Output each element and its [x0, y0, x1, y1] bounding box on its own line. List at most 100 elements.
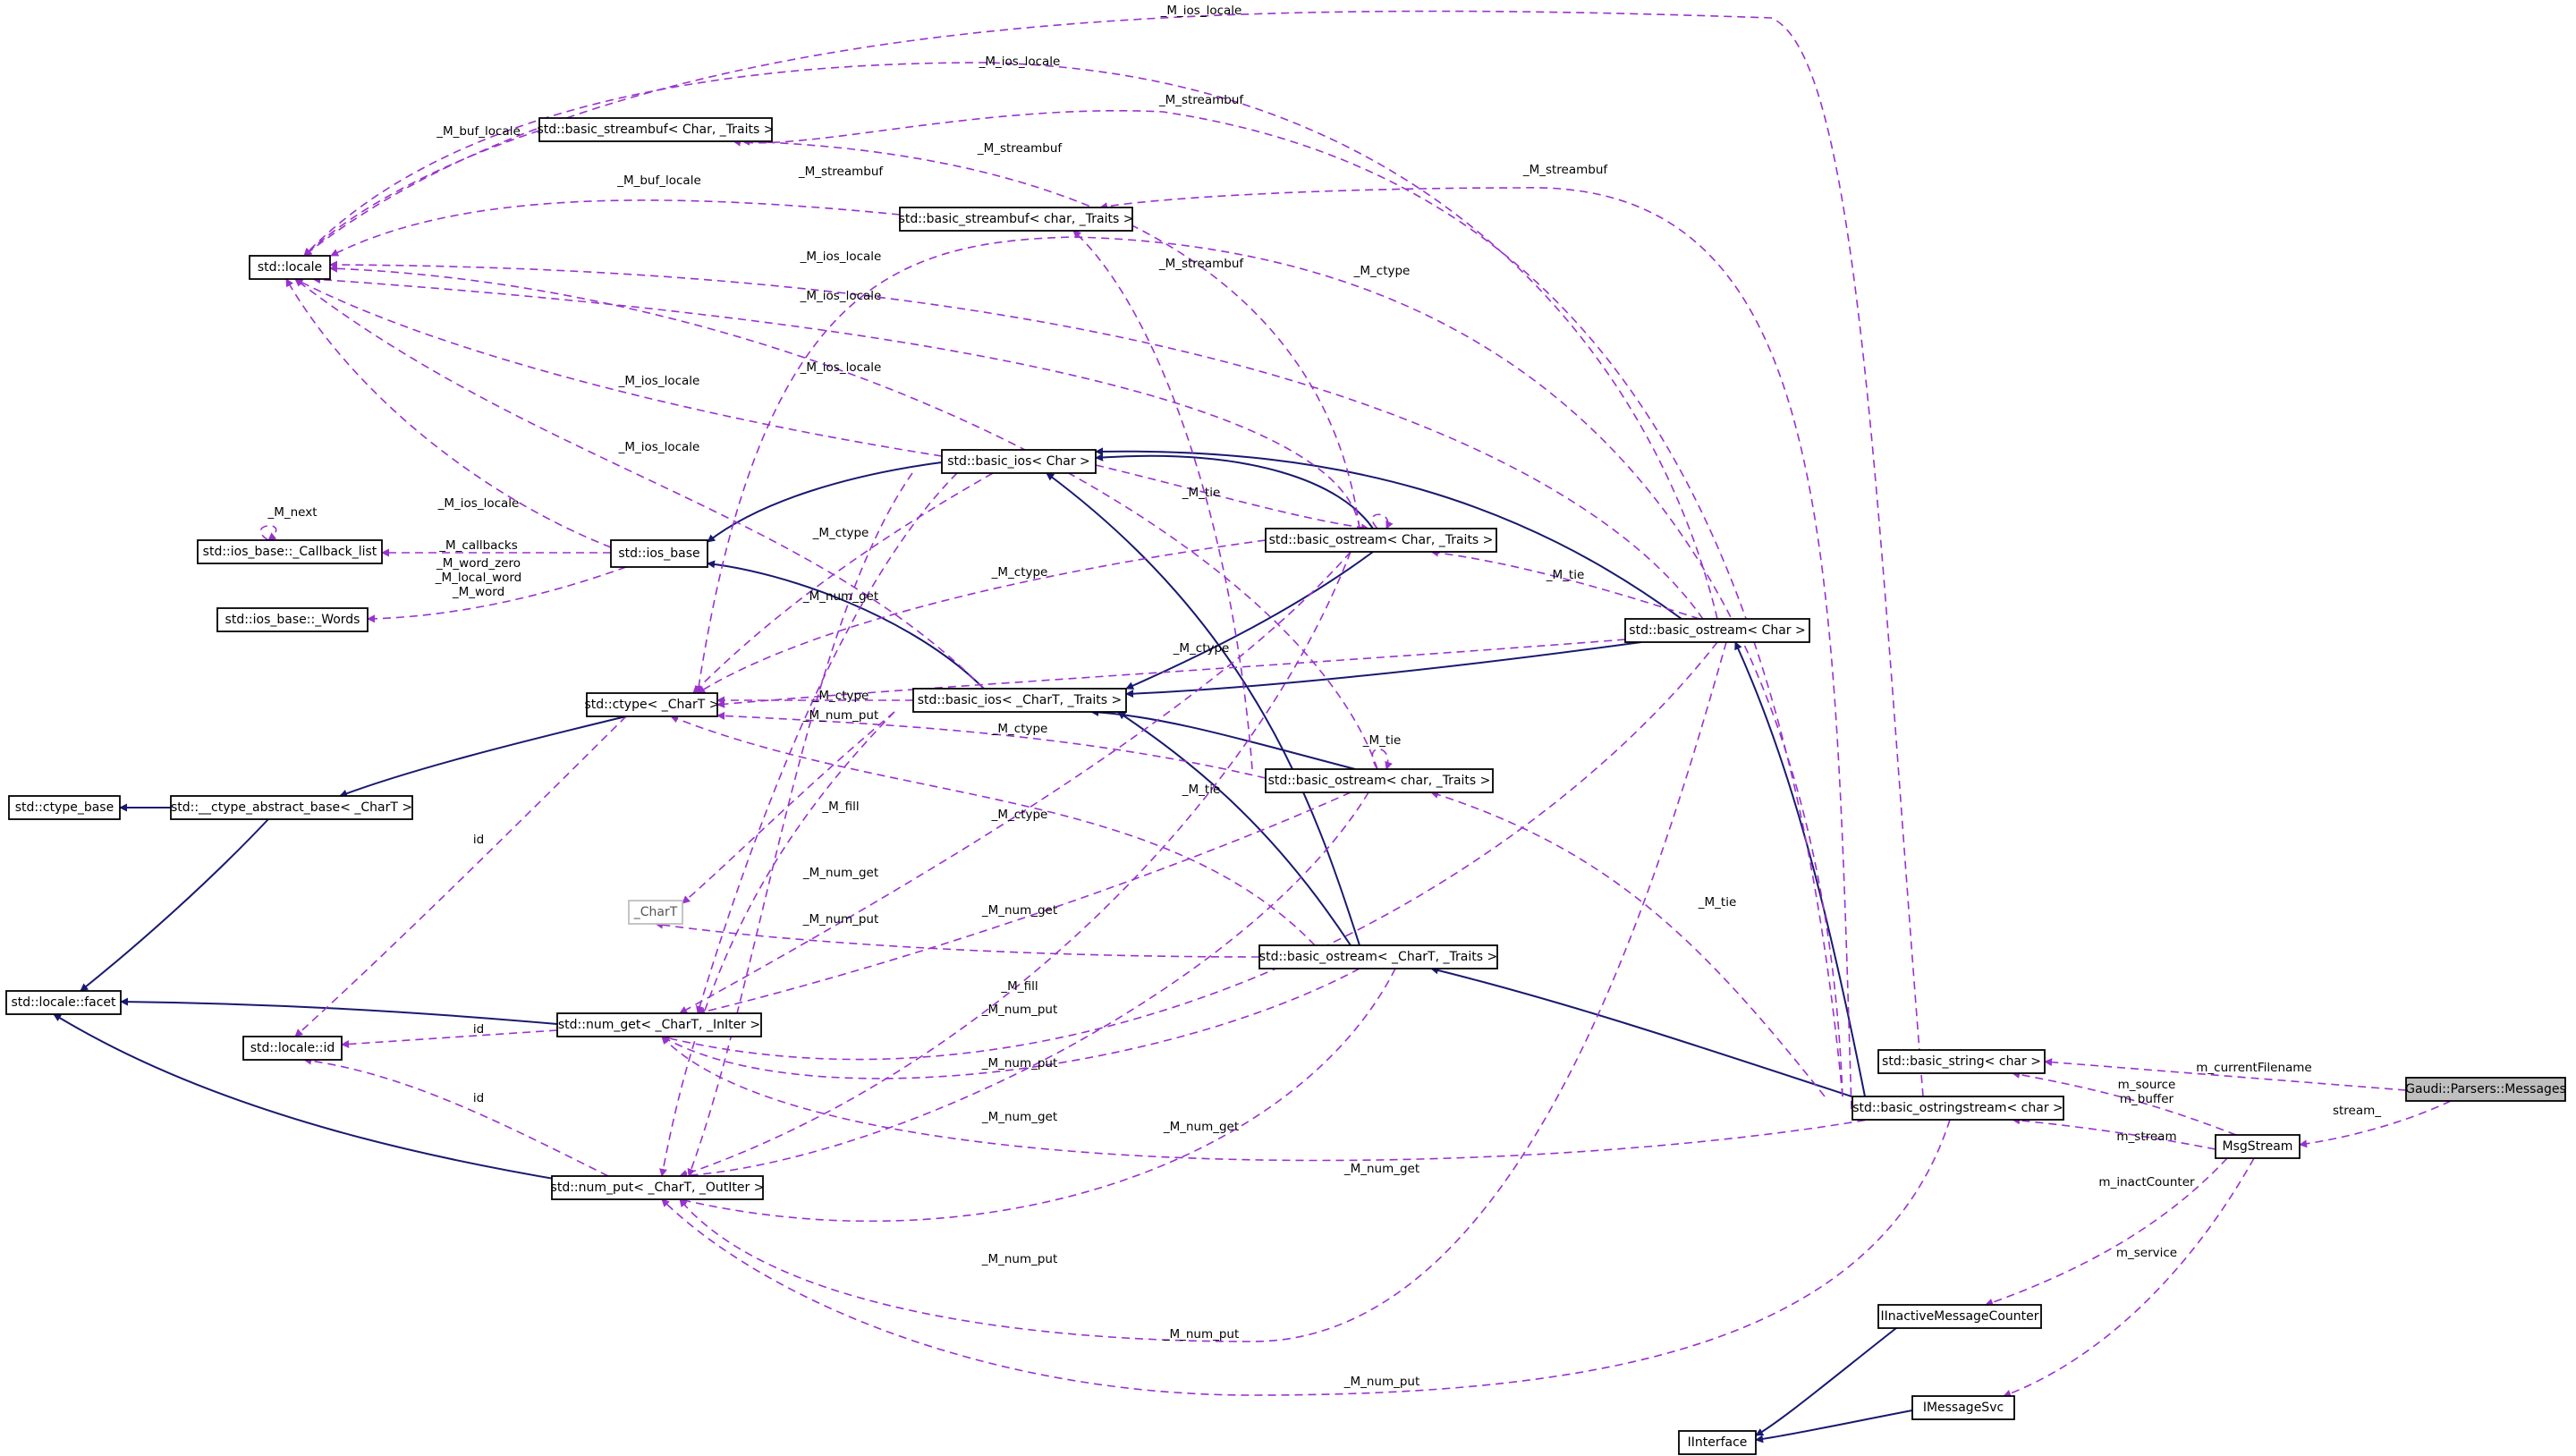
inherits-ostream-char-to-ios-chart	[1125, 641, 1642, 698]
edge-label-l53: _M_num_put	[1163, 1327, 1240, 1342]
edge-label-l51: _M_num_put	[981, 1252, 1058, 1266]
edge-label-l29: _M_tie	[1362, 733, 1402, 748]
edge-label-l46: m_currentFilename	[2196, 1061, 2311, 1075]
edge-label-l9: _M_ios_locale	[800, 250, 882, 264]
locale-node-box	[249, 255, 331, 280]
basic-ostream-char-node-label: std::basic_ostream< Char >	[1629, 623, 1805, 638]
uses-ostream-lchar-streambuf-lchar	[1072, 230, 1253, 770]
edge-label-l24: _M_num_get	[802, 589, 878, 604]
imessagesvc-node-label: IMessageSvc	[1923, 1401, 2004, 1415]
basic-ostream-char-node[interactable]: std::basic_ostream< Char >	[1624, 618, 1810, 643]
uses-streambuf-lchar-locale	[330, 199, 901, 257]
inherits-num-put-to-facet	[53, 1013, 609, 1189]
edge-label-l19: _M_word_zero_M_local_word_M_word	[435, 556, 522, 599]
ios-base-node-box	[610, 539, 708, 568]
edge-label-l3: _M_streambuf	[1158, 93, 1245, 107]
edge-label-l39: _M_num_put	[981, 1003, 1058, 1017]
edge-label-l21: _M_ctype	[812, 526, 869, 540]
basic-ostringstream-char-node[interactable]: std::basic_ostringstream< char >	[1852, 1096, 2064, 1121]
inherits-ostream-char-traits-to-ios-chart	[1125, 551, 1374, 690]
locale-node[interactable]: std::locale	[249, 255, 331, 280]
locale-node-label: std::locale	[258, 260, 322, 275]
imessagesvc-node-box	[1911, 1395, 2015, 1420]
basic-ios-chart-traits-node-label: std::basic_ios< _CharT, _Traits >	[918, 693, 1123, 707]
uses-ostream-chart-traits-num-put	[679, 968, 1396, 1223]
basic-ios-char-node[interactable]: std::basic_ios< Char >	[941, 449, 1097, 474]
edge-label-l44: _M_num_get	[1163, 1120, 1239, 1134]
edge-label-l2: _M_ios_locale	[979, 55, 1061, 69]
uses-callback-self-next	[259, 525, 277, 541]
chart-node-label: _CharT	[633, 905, 678, 919]
uses-ostringstream-ctype	[694, 236, 1843, 1097]
basic-ostream-char-traits-node-label: std::basic_ostream< Char, _Traits >	[1269, 533, 1494, 547]
iinterface-node-label: IInterface	[1688, 1435, 1748, 1450]
basic-string-char-node[interactable]: std::basic_string< char >	[1877, 1049, 2046, 1074]
edge-label-l32: _M_ctype	[991, 808, 1048, 822]
edge-label-l40: id	[473, 1022, 484, 1037]
locale-id-node[interactable]: std::locale::id	[242, 1036, 343, 1061]
chart-node[interactable]: _CharT	[628, 900, 683, 925]
uses-ios-char-num-get	[696, 472, 958, 1014]
ios-base-node-label: std::ios_base	[618, 546, 699, 561]
edge-label-l20: _M_tie	[1182, 486, 1221, 500]
edge-label-l1: _M_ios_locale	[1160, 4, 1242, 18]
basic-ostream-lchar-traits-node-label: std::basic_ostream< char, _Traits >	[1268, 774, 1491, 788]
edge-label-l45: _M_num_get	[1343, 1162, 1419, 1176]
basic-streambuf-char-node[interactable]: std::basic_streambuf< Char, _Traits >	[538, 117, 775, 142]
ctype-base-node[interactable]: std::ctype_base	[8, 795, 121, 820]
uses-ostringstream-num-get	[661, 1036, 1879, 1162]
basic-ostream-chart-traits-node-box	[1258, 944, 1498, 969]
basic-ostream-char-node-box	[1624, 618, 1810, 643]
basic-ostream-char-traits-node[interactable]: std::basic_ostream< Char, _Traits >	[1265, 528, 1497, 553]
edge-label-l16: _M_ios_locale	[437, 496, 520, 511]
num-get-node-label: std::num_get< _CharT, _InIter >	[558, 1018, 760, 1032]
edge-label-l30: _M_tie	[1182, 783, 1221, 797]
inherits-ctype-to-ctype-abstract	[339, 715, 627, 798]
basic-ostream-lchar-traits-node-box	[1265, 768, 1494, 793]
uses-ostream-chart-traits-fill	[655, 920, 1260, 958]
msgstream-node[interactable]: MsgStream	[2215, 1134, 2301, 1159]
uses-ostringstream-locale-1	[303, 10, 1924, 1097]
uses-ios-base-words	[367, 566, 627, 623]
ctype-base-node-box	[8, 795, 121, 820]
ctype-abstract-base-node[interactable]: std::__ctype_abstract_base< _CharT >	[170, 795, 413, 820]
inherits-ostream-char-to-ios-char	[1095, 447, 1682, 620]
iinactive-message-counter-node-label: IInactiveMessageCounter	[1881, 1309, 2039, 1324]
num-get-node-box	[556, 1012, 762, 1037]
inherits-ios-chart-to-ios-base	[707, 560, 985, 690]
basic-ios-chart-traits-node[interactable]: std::basic_ios< _CharT, _Traits >	[912, 688, 1127, 713]
basic-streambuf-lchar-node-label: std::basic_streambuf< char, _Traits >	[899, 212, 1134, 226]
locale-facet-node[interactable]: std::locale::facet	[5, 990, 122, 1015]
imessagesvc-node[interactable]: IMessageSvc	[1911, 1395, 2015, 1420]
basic-ostream-lchar-traits-node[interactable]: std::basic_ostream< char, _Traits >	[1265, 768, 1494, 793]
uses-ios-base-locale	[285, 278, 612, 548]
edge-label-l14: _M_ios_locale	[618, 374, 700, 388]
inherits-ios-char-to-ios-base	[707, 461, 949, 543]
basic-string-char-node-label: std::basic_string< char >	[1882, 1054, 2041, 1069]
uses-ostringstream-num-put	[661, 1119, 1951, 1396]
num-put-node[interactable]: std::num_put< _CharT, _OutIter >	[551, 1175, 765, 1200]
ctype-abstract-base-node-box	[170, 795, 413, 820]
msgstream-node-box	[2215, 1134, 2301, 1159]
iinactive-message-counter-node[interactable]: IInactiveMessageCounter	[1877, 1304, 2042, 1329]
ios-base-node[interactable]: std::ios_base	[610, 539, 708, 568]
edge-label-l5: _M_streambuf	[977, 141, 1063, 156]
uses-ostream-lchar-self-tie	[1371, 748, 1393, 770]
ctype-node-box	[586, 692, 718, 717]
basic-ostringstream-char-node-box	[1852, 1096, 2064, 1121]
num-get-node[interactable]: std::num_get< _CharT, _InIter >	[556, 1012, 762, 1037]
basic-ostream-chart-traits-node[interactable]: std::basic_ostream< _CharT, _Traits >	[1258, 944, 1498, 969]
ios-callback-list-node[interactable]: std::ios_base::_Callback_list	[197, 539, 383, 564]
edge-label-l54: _M_num_put	[1343, 1375, 1420, 1389]
ctype-node[interactable]: std::ctype< _CharT >	[585, 692, 720, 717]
uses-num-put-locale-id	[303, 1056, 609, 1177]
ctype-abstract-base-node-label: std::__ctype_abstract_base< _CharT >	[171, 800, 412, 815]
gaudi-parsers-messages-node[interactable]: Gaudi::Parsers::Messages	[2405, 1077, 2566, 1102]
basic-streambuf-lchar-node[interactable]: std::basic_streambuf< char, _Traits >	[899, 207, 1134, 232]
ios-words-node[interactable]: std::ios_base::_Words	[216, 607, 369, 632]
edge-label-l13: _M_ios_locale	[800, 360, 882, 375]
iinterface-node[interactable]: IInterface	[1678, 1430, 1757, 1455]
uses-msgstream-imsgsvc	[2003, 1157, 2255, 1398]
uses-ios-char-num-put	[687, 472, 913, 1177]
